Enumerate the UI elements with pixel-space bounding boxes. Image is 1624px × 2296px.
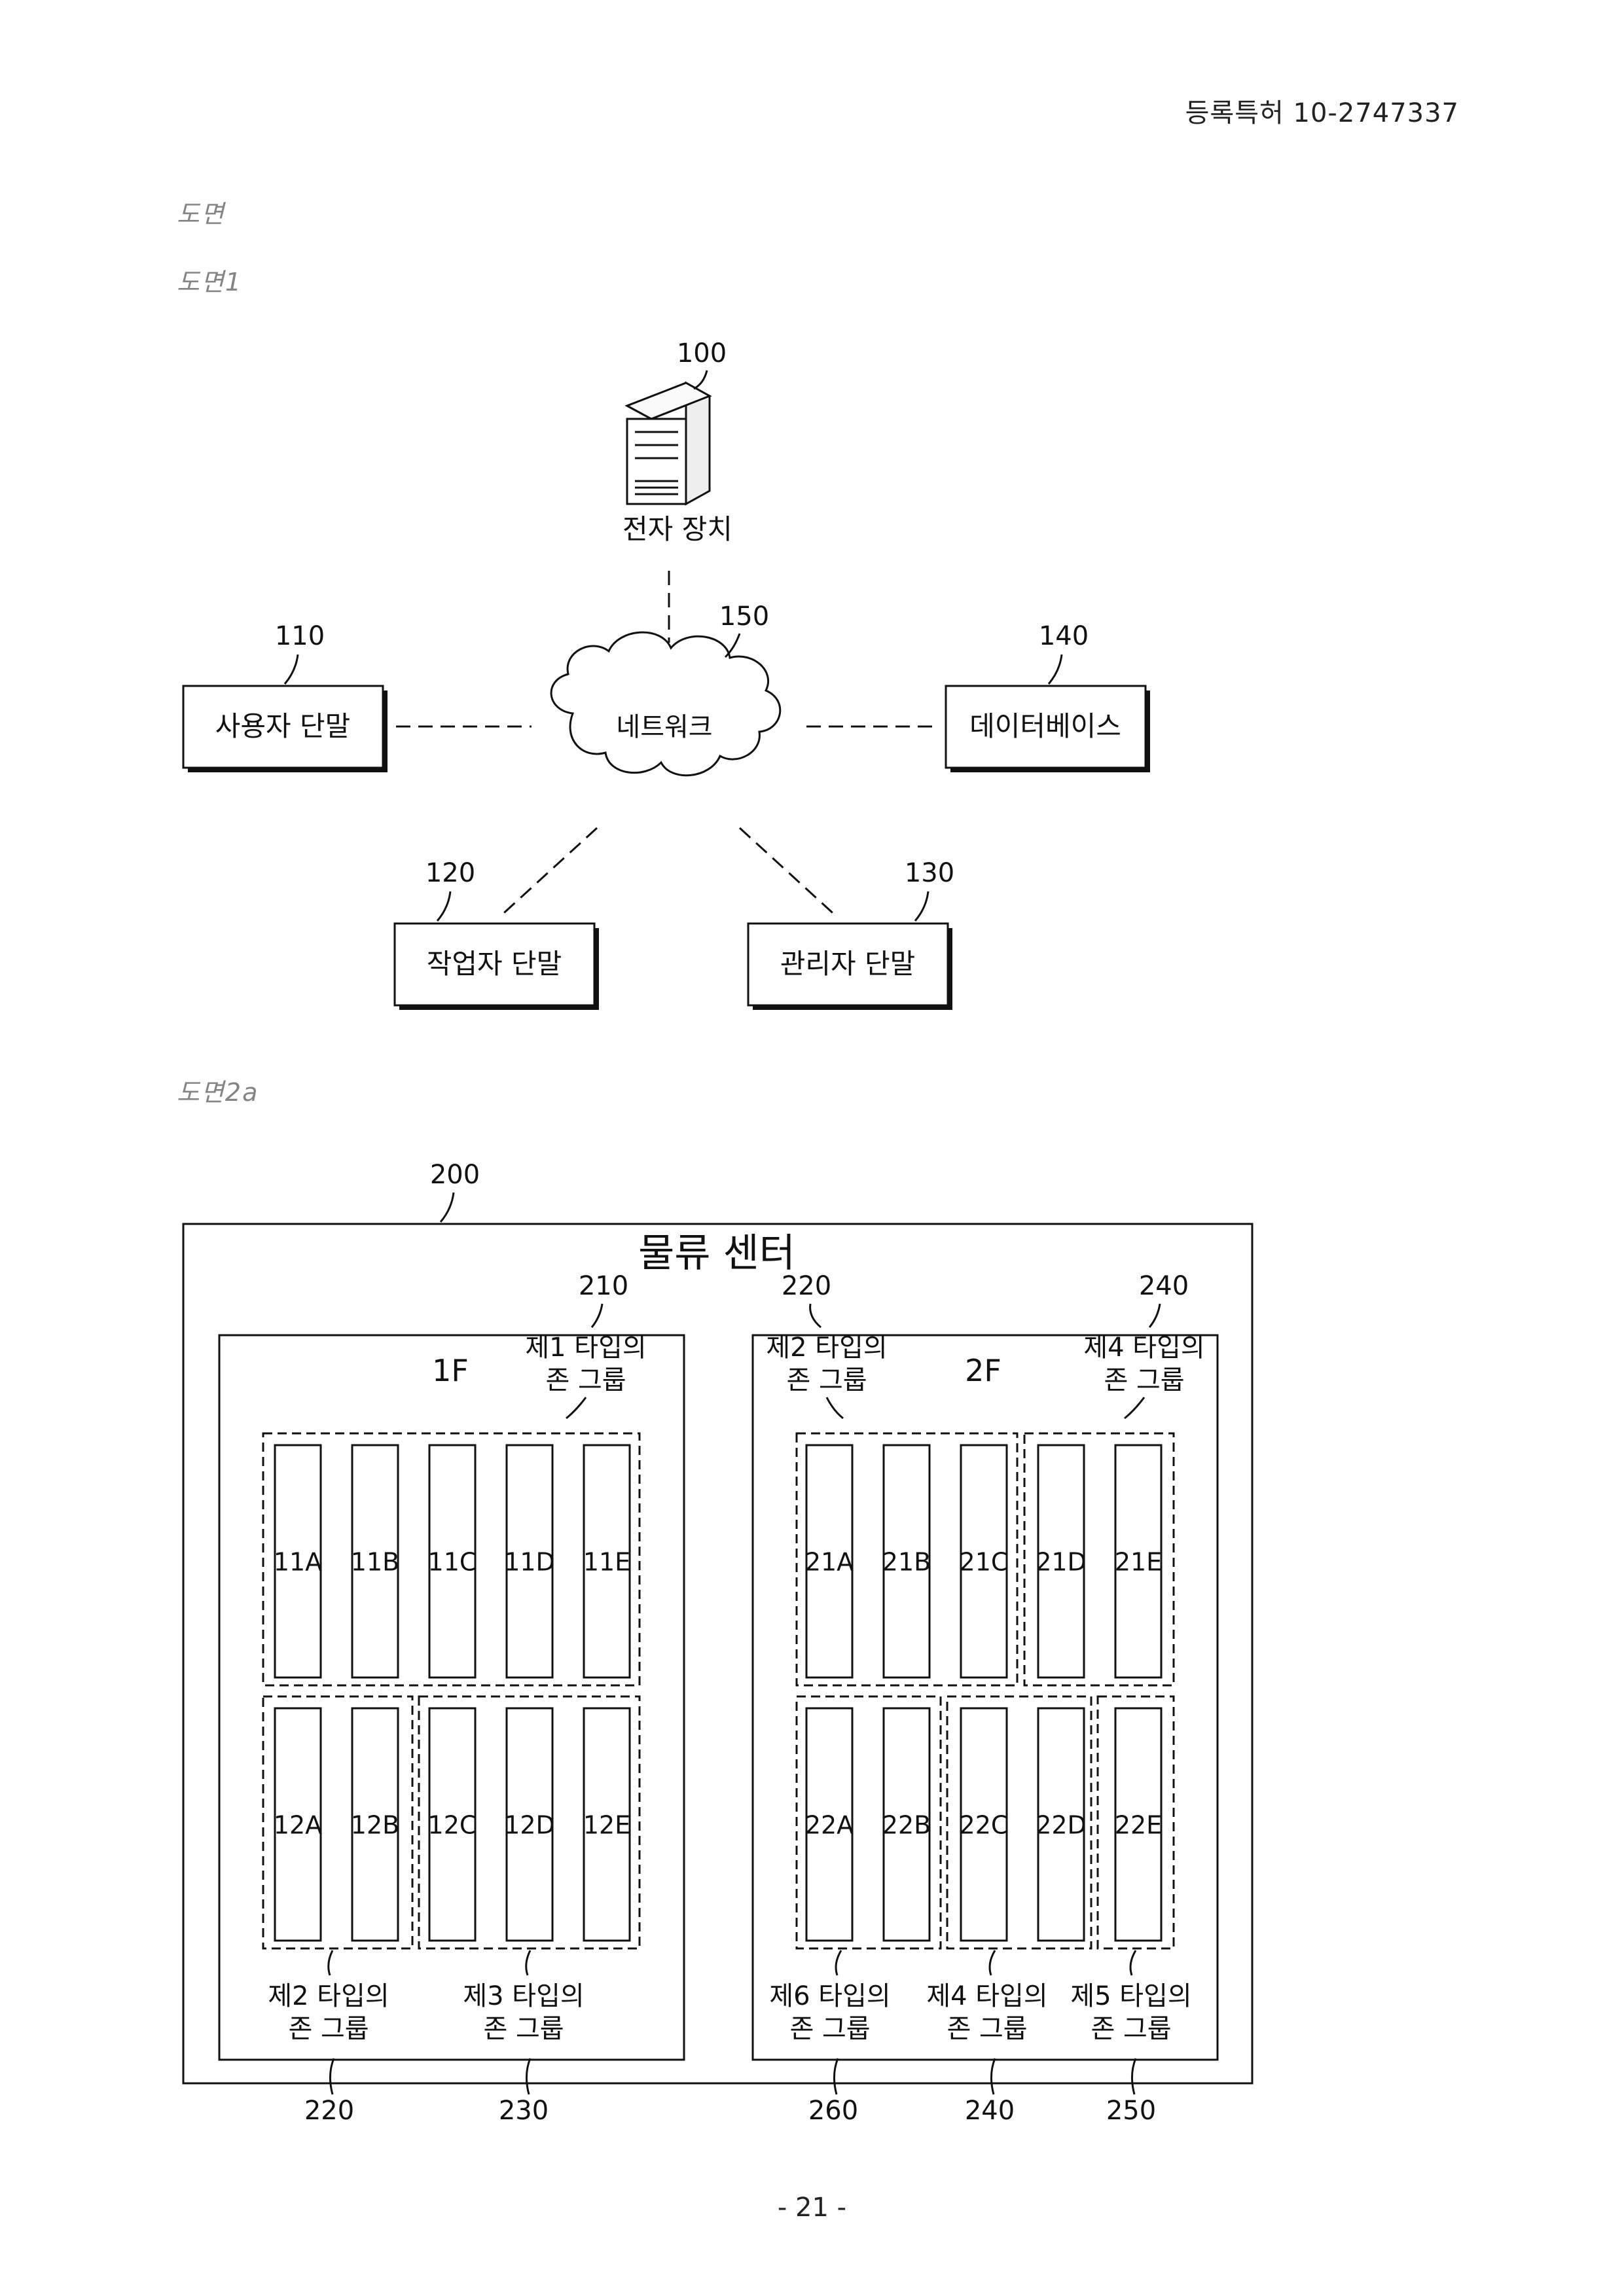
ref-250-bottom-leader [1132,2058,1136,2094]
logistics-center-title: 물류 센터 [638,1230,795,1276]
f1-group-type3-line1: 제3 타입의 [463,1981,584,2011]
worker-terminal-leader [437,891,450,921]
f2-top-left-group-line2: 존 그룹 [786,1365,867,1395]
database-leader [1049,655,1062,684]
admin-terminal-ref: 130 [905,858,954,888]
ref-250-bottom: 250 [1106,2096,1156,2126]
f1-top-group-ref-leader [592,1304,602,1327]
user-terminal-ref: 110 [275,621,325,651]
network-leader [725,634,740,657]
figure-2a-warehouse-diagram: 200 물류 센터 1F 210 제1 타입의 존 그룹 11A11B11C11… [0,1113,1624,2160]
f1-group-type2-line1: 제2 타입의 [268,1981,389,2011]
zone-label-21a: 21A [805,1548,854,1577]
zone-label-22b: 22B [882,1811,931,1840]
ref-260-bottom-leader [834,2058,838,2094]
f1-top-group-line2: 존 그룹 [545,1365,626,1395]
worker-terminal-link [499,828,597,918]
f1-top-group-leader [566,1397,586,1418]
f1-group-type3-line2: 존 그룹 [483,2014,564,2044]
zone-label-21d: 21D [1036,1548,1087,1577]
ref-230-bottom: 230 [499,2096,549,2126]
zone-label-11b: 11B [351,1548,399,1577]
zone-label-12e: 12E [583,1811,630,1840]
admin-terminal-leader [915,891,928,921]
f2-group-type4-leader [990,1950,995,1975]
f2-top-left-group-line1: 제2 타입의 [766,1333,887,1363]
f2-top-left-group-ref: 220 [782,1271,831,1301]
floor-1-zones: 11A 11B 11C 11D 11E 12A 12B 12C 12D 12E [274,1445,630,1941]
zone-label-21e: 21E [1115,1548,1162,1577]
floor-2-zones: 21A 21B 21C 21D 21E 22A 22B 22C 22D 22E [805,1445,1162,1941]
center-leader [441,1193,454,1222]
floor-1-label: 1F [432,1353,469,1388]
user-terminal-label: 사용자 단말 [215,710,351,742]
user-terminal-leader [285,655,298,684]
figure-1-network-diagram: 100 전자 장치 네트워크 150 사용자 단말 110 데이터베이스 140… [0,0,1624,1047]
f1-group-type2-line2: 존 그룹 [288,2014,369,2044]
f1-group-type2-leader [329,1950,333,1975]
zone-label-12a: 12A [274,1811,322,1840]
admin-terminal-label: 관리자 단말 [780,948,916,980]
worker-terminal-ref: 120 [425,858,475,888]
zone-label-11a: 11A [274,1548,322,1577]
zone-label-12b: 12B [351,1811,399,1840]
f2-top-left-group-leader [827,1397,843,1418]
network-cloud [551,632,780,776]
server-icon [627,383,710,504]
f2-top-right-group-leader [1125,1397,1144,1418]
page-number: - 21 - [0,2193,1624,2223]
ref-220-bottom-leader [330,2058,334,2094]
zone-label-11c: 11C [428,1548,477,1577]
f2-group-type5-leader [1130,1950,1136,1975]
zone-label-21b: 21B [882,1548,931,1577]
server-label: 전자 장치 [623,513,732,545]
f1-top-group-line1: 제1 타입의 [525,1333,646,1363]
zone-label-21c: 21C [960,1548,1009,1577]
figure-2a-label: 도면2a [177,1072,259,1108]
zone-label-12c: 12C [428,1811,477,1840]
admin-terminal-link [740,828,838,918]
zone-label-11d: 11D [504,1548,555,1577]
zone-label-11e: 11E [583,1548,630,1577]
f2-top-right-group-line2: 존 그룹 [1104,1365,1184,1395]
ref-260-bottom: 260 [808,2096,858,2126]
f2-top-right-group-line1: 제4 타입의 [1083,1333,1204,1363]
f2-group-type6-line2: 존 그룹 [789,2014,870,2044]
f2-group-type4-line1: 제4 타입의 [926,1981,1047,2011]
worker-terminal-label: 작업자 단말 [427,948,562,980]
f1-group-type3-leader [526,1950,530,1975]
zone-label-22a: 22A [805,1811,854,1840]
database-ref: 140 [1039,621,1089,651]
f2-top-right-group-ref-leader [1149,1304,1160,1327]
zone-label-12d: 12D [504,1811,555,1840]
ref-220-bottom: 220 [304,2096,354,2126]
f2-group-type6-line1: 제6 타입의 [769,1981,890,2011]
floor-2-label: 2F [965,1353,1001,1388]
f2-top-left-group-ref-leader [810,1304,821,1327]
zone-label-22c: 22C [960,1811,1009,1840]
database-label: 데이터베이스 [969,710,1121,742]
center-ref: 200 [430,1160,480,1190]
f2-group-type4-line2: 존 그룹 [947,2014,1027,2044]
f2-group-type5-line2: 존 그룹 [1091,2014,1171,2044]
ref-240-bottom: 240 [965,2096,1015,2126]
f2-group-type5-line1: 제5 타입의 [1070,1981,1191,2011]
zone-label-22e: 22E [1115,1811,1162,1840]
f1-top-group-ref: 210 [579,1271,628,1301]
ref-240-bottom-leader [991,2058,995,2094]
server-leader [694,370,707,389]
ref-230-bottom-leader [526,2058,530,2094]
network-ref: 150 [719,601,769,632]
f2-group-type6-leader [836,1950,841,1975]
zone-label-22d: 22D [1036,1811,1087,1840]
server-ref: 100 [677,338,727,368]
network-label: 네트워크 [616,712,712,742]
f2-top-right-group-ref: 240 [1139,1271,1189,1301]
